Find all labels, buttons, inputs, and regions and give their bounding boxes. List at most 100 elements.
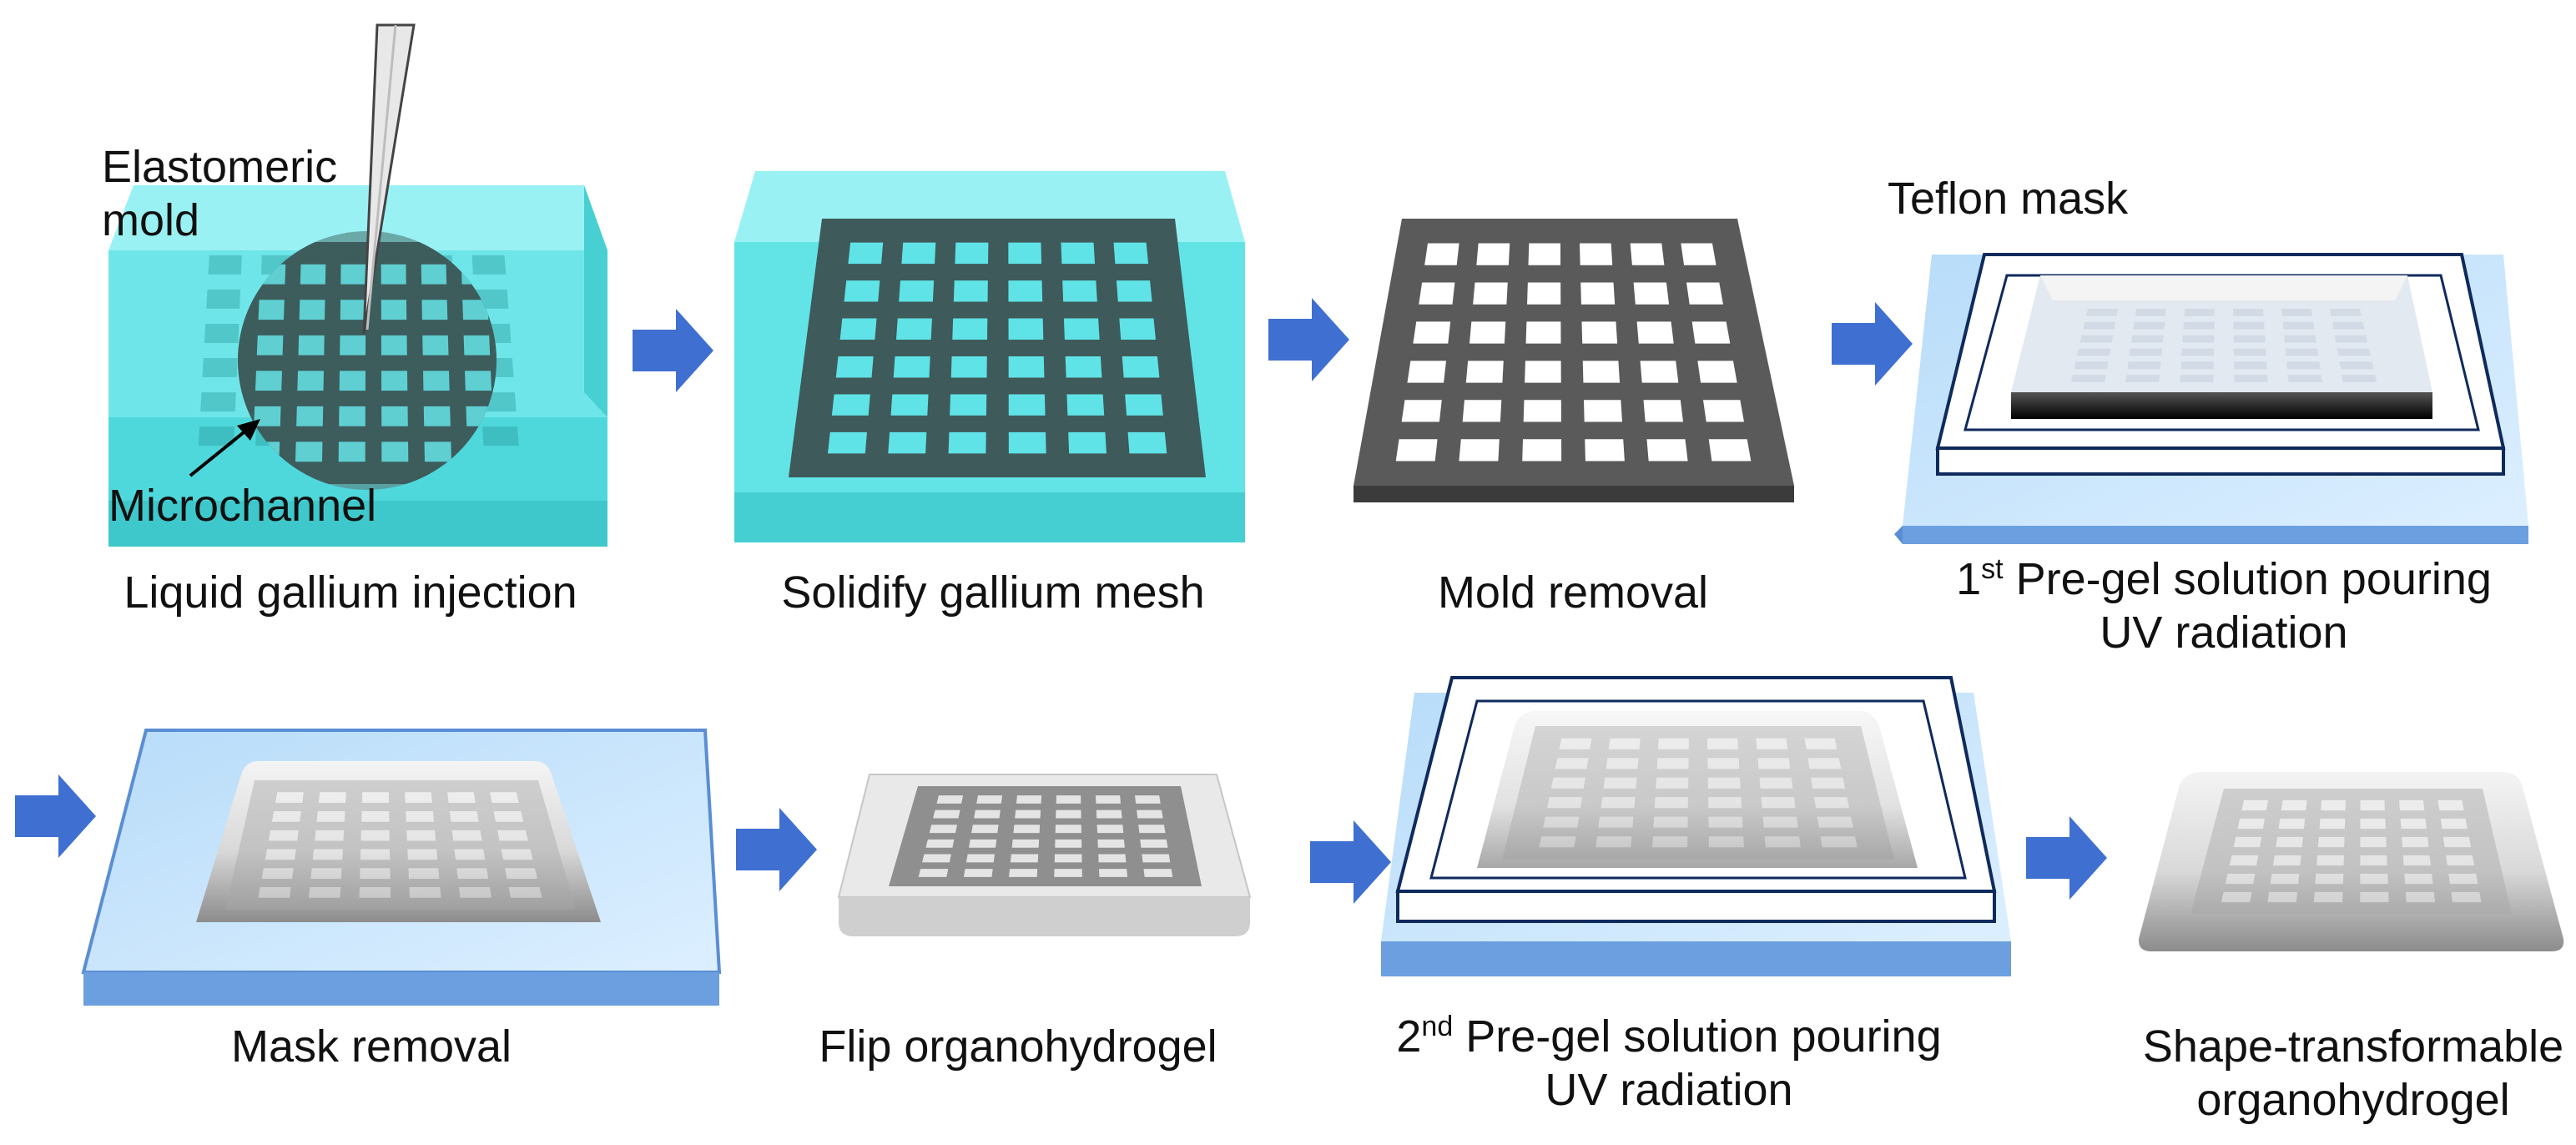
mesh-cell [1559,738,1592,749]
mesh-cell [271,811,301,822]
mesh-cell [2233,321,2265,330]
mesh-cell [1640,361,1679,383]
mesh-cell [1097,839,1125,848]
step3-caption: Mold removal [1437,567,1709,618]
mesh-cell [1116,280,1152,302]
mesh-cell [831,394,870,416]
mesh-cell [936,795,964,804]
mesh-cell [381,300,407,320]
mesh-cell [2360,891,2389,903]
mesh-cell [2451,891,2482,903]
mesh-cell [1054,869,1082,877]
mesh-cell [893,356,930,378]
mesh-cell [361,811,390,822]
mesh-cell [971,825,999,834]
mesh-cell [1646,439,1688,462]
mesh-cell [844,280,880,302]
mesh-cell [1550,777,1585,789]
arrows [15,298,2107,904]
mesh-cell [2330,308,2362,316]
mesh-cell [1354,486,1794,502]
mesh-cell [2315,873,2344,885]
mesh-cell [2360,873,2388,885]
mesh-cell [2284,335,2316,343]
mesh-cell [456,868,489,879]
mesh-cell [2267,891,2298,903]
mesh-cell [2282,321,2315,330]
mesh-cell [1140,839,1168,848]
mesh-cell [406,811,435,822]
mesh-cell [1579,243,1613,265]
mesh-cell [381,371,408,391]
mesh-cell [2182,335,2215,343]
mesh-cell [312,849,343,860]
mesh-cell [2440,818,2468,830]
mesh-cell [454,849,486,860]
mesh-cell [275,792,304,804]
mesh-cell [2074,361,2109,370]
mesh-cell [1804,738,1837,749]
mesh-cell [2083,321,2116,330]
mesh-cell [1413,321,1451,344]
mesh-cell [2287,375,2322,383]
step2-gallium-mesh [789,219,1206,477]
mesh-cell [888,431,927,454]
mesh-cell [2337,348,2371,356]
mesh-cell [2276,836,2303,848]
mesh-cell [424,441,452,462]
mesh-cell [1583,400,1622,422]
mesh-cell [1008,280,1043,302]
mesh-cell [1764,836,1801,848]
mesh-cell [895,318,932,340]
mesh-cell [1525,361,1561,383]
mesh-cell [1522,439,1562,462]
mesh-cell [406,830,436,841]
mesh-cell [256,335,284,356]
mesh-cell [1462,400,1502,422]
mesh-cell [2342,375,2377,383]
mesh-cell [2181,348,2215,356]
mesh-cell [1708,816,1743,828]
mesh-cell [405,792,432,804]
mesh-cell [421,264,447,285]
mesh-cell [2233,348,2266,356]
mesh-cell [300,264,326,285]
mesh-cell [1424,243,1459,265]
mesh-cell [1056,795,1081,804]
arrow-4-to-5 [15,774,96,858]
mesh-cell [2234,375,2268,383]
step5-mesh-inside [225,780,576,910]
mesh-cell [2332,321,2365,330]
mesh-cell [1697,361,1737,383]
mesh-cell [490,792,519,804]
mesh-cell [2405,891,2436,903]
mesh-cell [1137,810,1163,819]
mesh-cell [1401,400,1442,422]
arrow-7-to-8 [2026,816,2107,900]
mesh-cell [2127,361,2161,370]
mesh-cell [2448,873,2478,885]
mesh-cell [1473,282,1508,305]
mesh-cell [2129,348,2163,356]
mesh-cell [1476,243,1510,265]
mesh-cell [202,358,238,378]
mesh-cell [974,810,1001,819]
step8-gel [2138,772,2564,951]
step7-mesh-inside [1502,726,1894,860]
mesh-cell [255,371,282,391]
mesh-cell [1096,810,1122,819]
mesh-cell [2402,855,2431,866]
mesh-cell [1820,836,1858,848]
mesh-cell [2233,335,2266,343]
mesh-cell [204,323,239,343]
mesh-cell [1056,810,1081,819]
mesh-cell [1762,816,1798,828]
mesh-cell [361,792,390,804]
step7-assembly [1381,676,2011,976]
mesh-cell [1125,394,1163,416]
mesh-cell [2184,308,2215,316]
mesh-cell [1630,243,1665,265]
mesh-cell [359,886,391,898]
mesh-cell [1528,243,1561,265]
step1-caption: Liquid gallium injection [124,567,577,618]
